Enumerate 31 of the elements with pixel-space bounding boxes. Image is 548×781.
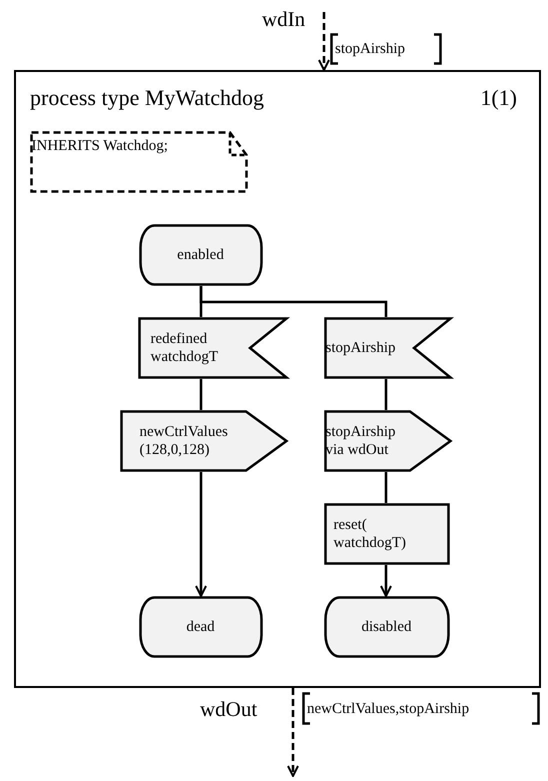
task-box — [324, 502, 450, 564]
process-frame — [14, 70, 541, 688]
signal-name: newCtrlValues (128,0,128) — [140, 422, 229, 458]
output-signal-symbol — [324, 410, 452, 472]
task-text: reset( watchdogT) — [334, 516, 407, 552]
flow-line — [200, 379, 202, 410]
input-signal-symbol — [138, 316, 288, 378]
state-symbol — [138, 596, 262, 658]
signal-name: stopAirship via wdOut — [326, 422, 397, 458]
process-title: process type MyWatchdog — [30, 85, 264, 111]
flow-line — [384, 379, 388, 410]
output-signal-symbol — [120, 410, 288, 472]
signal-list: stopAirship — [335, 40, 406, 58]
signal-name: stopAirship — [326, 338, 397, 356]
flow-arrow — [195, 472, 207, 597]
flow-arrow — [380, 565, 392, 597]
state-name: disabled — [360, 618, 412, 636]
flow-line — [384, 472, 388, 503]
signal-name: redefined watchdogT — [150, 330, 219, 366]
signal-list: newCtrlValues,stopAirship — [307, 700, 470, 718]
input-signal-symbol — [324, 316, 452, 378]
page-number: 1(1) — [480, 85, 517, 111]
comment-note — [30, 130, 248, 192]
flow-line — [200, 286, 388, 317]
state-name: dead — [185, 618, 216, 636]
channel-arrow — [287, 688, 299, 777]
state-name: enabled — [176, 246, 225, 264]
channel-arrow — [318, 12, 330, 71]
state-symbol — [138, 224, 262, 286]
note-text: INHERITS Watchdog; — [32, 136, 169, 154]
state-symbol — [324, 596, 450, 658]
